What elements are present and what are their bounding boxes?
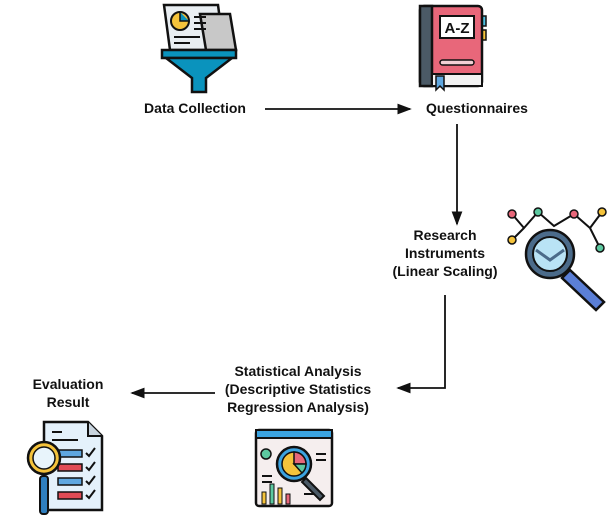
label-line: Evaluation xyxy=(32,376,104,392)
label-line: Statistical Analysis xyxy=(234,363,362,379)
chart-dashboard-magnifier-icon xyxy=(254,428,334,508)
arrow-instruments-to-analysis xyxy=(396,295,446,394)
label-line: (Descriptive Statistics xyxy=(224,381,372,397)
node-statistical-analysis: Statistical Analysis (Descriptive Statis… xyxy=(198,362,398,416)
label-line: Research xyxy=(413,227,477,243)
a-z-book-icon: A-Z xyxy=(418,4,487,92)
node-questionnaires: Questionnaires xyxy=(426,100,528,116)
node-data-collection: Data Collection xyxy=(144,100,246,116)
node-evaluation-result: Evaluation Result xyxy=(8,375,128,411)
label-line: Regression Analysis) xyxy=(227,399,369,415)
network-magnifier-icon xyxy=(507,207,607,312)
svg-text:A-Z: A-Z xyxy=(445,20,470,37)
node-research-instruments: Research Instruments (Linear Scaling) xyxy=(370,226,520,280)
label-line: Instruments xyxy=(404,245,486,261)
label-line: Result xyxy=(46,394,90,410)
checklist-magnifier-icon xyxy=(26,420,104,515)
funnel-report-icon xyxy=(160,3,238,94)
label-line: (Linear Scaling) xyxy=(392,263,498,279)
